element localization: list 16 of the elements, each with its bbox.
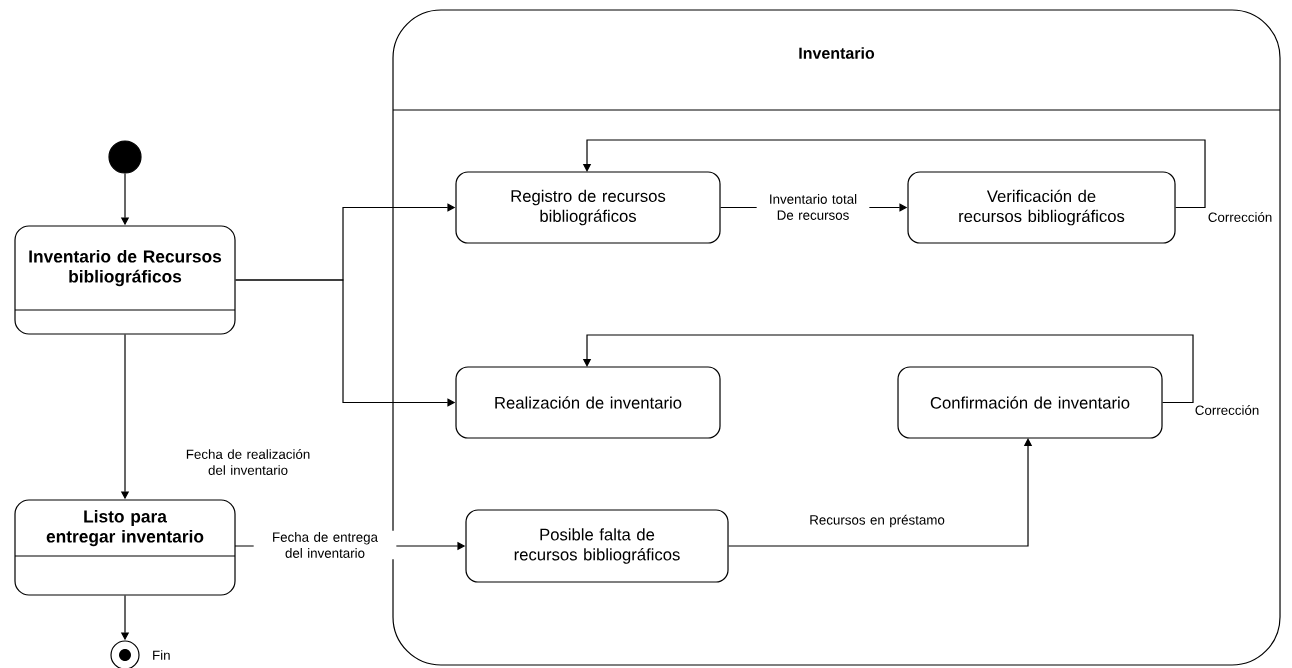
edge-label: Fecha de entrega del inventario	[253, 530, 397, 560]
state-box: Registro de recursos bibliográficos	[455, 171, 721, 244]
edge-label: Recursos en préstamo	[810, 514, 945, 528]
state-box: Posible falta de recursos bibliográficos	[465, 509, 729, 583]
state-caption: Fin	[153, 650, 170, 660]
edge-label: Corrección	[1208, 212, 1272, 222]
edge-label: Corrección	[1195, 405, 1259, 415]
edge-label: Inventario total De recursos	[756, 192, 870, 222]
state-box: Realización de inventario	[455, 366, 721, 439]
state-box: Listo para entregar inventario	[14, 499, 236, 596]
state-box: Confirmación de inventario	[897, 366, 1163, 439]
state-box: Inventario de Recursos bibliográficos	[14, 225, 236, 335]
state-box: Verificación de recursos bibliográficos	[907, 171, 1176, 244]
initial-state-dot	[108, 140, 142, 174]
final-state-circle	[110, 640, 140, 668]
edge-label: Fecha de realización del inventario	[186, 449, 310, 475]
